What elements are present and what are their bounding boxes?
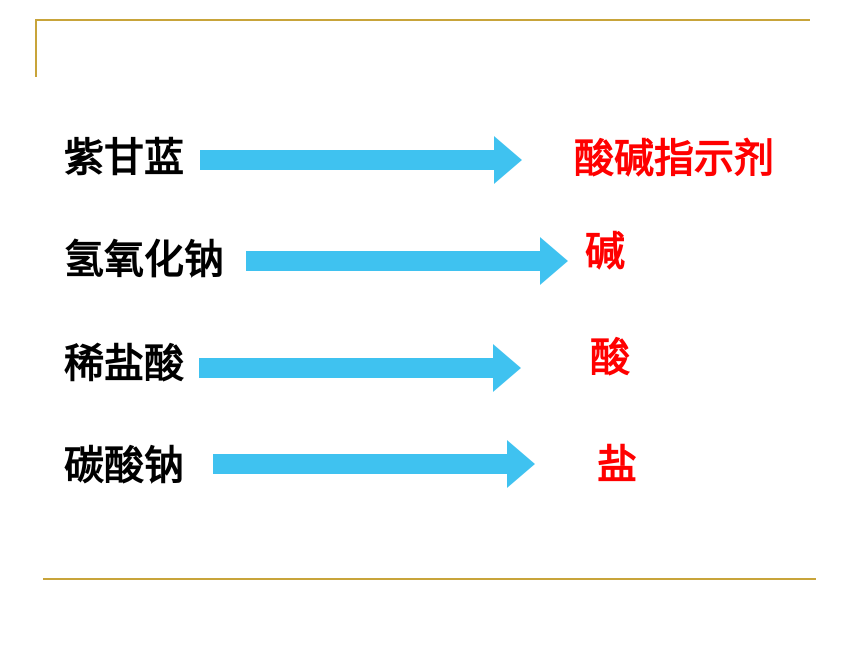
bottom-rule-line (43, 578, 816, 580)
top-rule-line (37, 19, 810, 21)
category-label-4: 盐 (597, 442, 637, 488)
substance-label-2: 氢氧化钠 (64, 237, 224, 283)
substance-label-3: 稀盐酸 (64, 341, 184, 387)
right-arrow-icon (200, 136, 522, 184)
category-label-2: 碱 (585, 229, 625, 275)
right-arrow-icon (213, 440, 535, 488)
substance-label-1: 紫甘蓝 (64, 135, 184, 181)
substance-label-4: 碳酸钠 (64, 443, 184, 489)
right-arrow-icon (199, 344, 521, 392)
category-label-3: 酸 (590, 335, 630, 381)
right-arrow-icon (246, 237, 568, 285)
category-label-1: 酸碱指示剂 (574, 136, 774, 182)
left-rule-line (35, 19, 37, 77)
